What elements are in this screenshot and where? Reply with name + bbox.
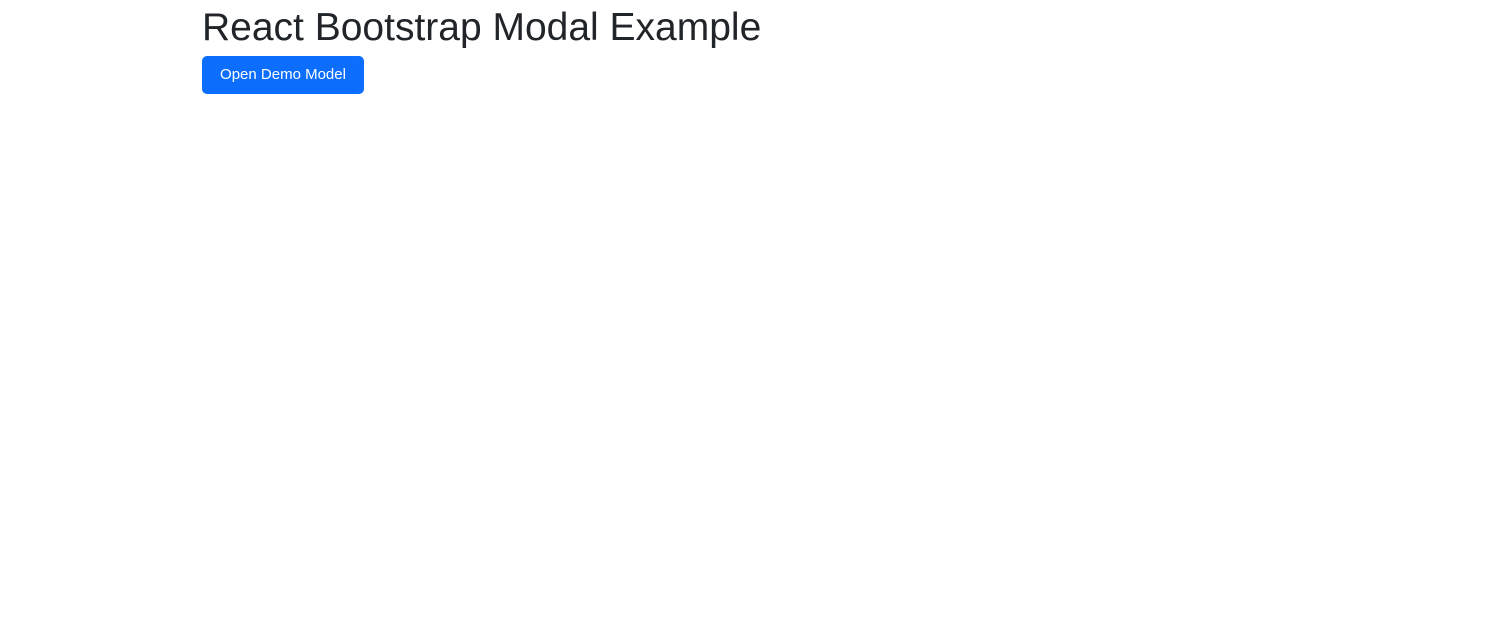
open-demo-modal-button[interactable]: Open Demo Model: [202, 56, 364, 94]
page-title: React Bootstrap Modal Example: [202, 6, 762, 49]
main-container: React Bootstrap Modal Example Open Demo …: [202, 0, 1286, 94]
